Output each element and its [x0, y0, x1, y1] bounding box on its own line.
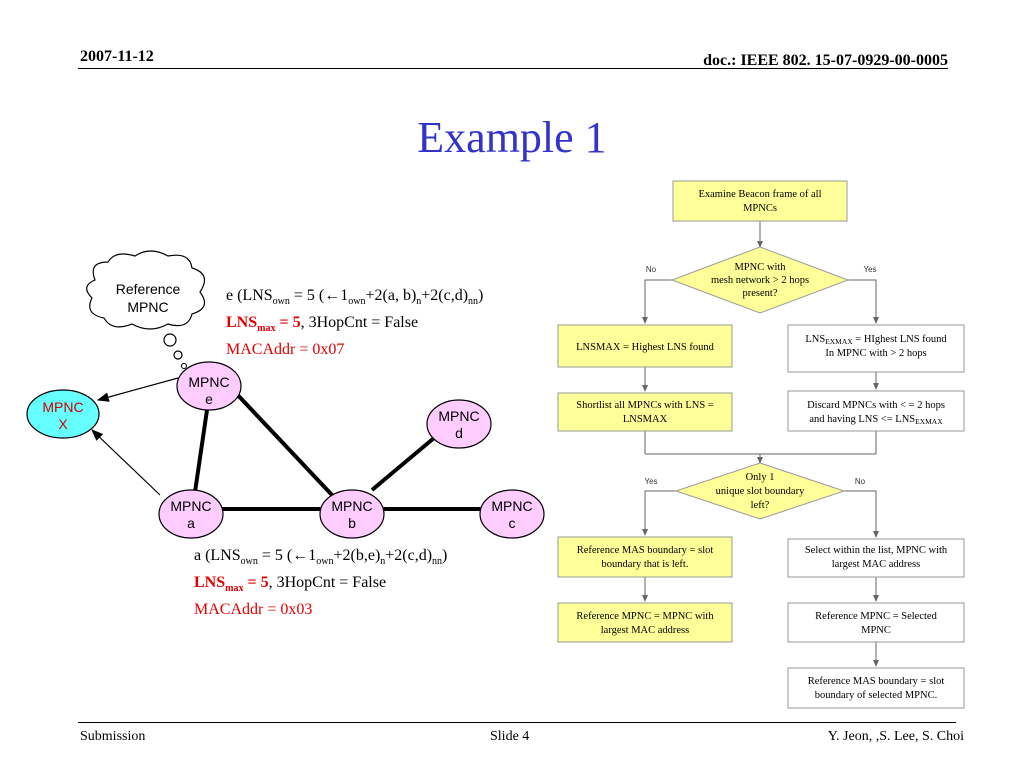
header-rule [78, 68, 948, 69]
fc-right-2-line-2: and having LNS <= LNSEXMAX [809, 414, 943, 426]
fc-right-3-line-1: Select within the list, MPNC with [805, 545, 948, 556]
fc-decision-2-line-1: Only 1 [746, 472, 775, 483]
node-d-label-2: d [455, 425, 463, 441]
fc-decision-1 [670, 246, 850, 314]
node-b-label-1: MPNC [331, 498, 372, 514]
fc-left-3-line-1: Reference MAS boundary = slot [577, 545, 714, 556]
bubble-line-2: MPNC [127, 299, 168, 315]
fc-decision-1-line-1: MPNC with [734, 262, 786, 273]
fc-left-3 [557, 536, 733, 578]
edge-e-b [231, 388, 334, 497]
slide-title: Example 1 [417, 113, 607, 162]
fc-left-4-line-1: Reference MPNC = MPNC with [576, 611, 714, 622]
fc-decision-2 [674, 462, 846, 520]
node-b-label-2: b [348, 515, 356, 531]
info-a-line-2: LNSmax = 5, 3HopCnt = False [194, 574, 387, 595]
fc-right-4 [787, 602, 965, 643]
thought-bubble: Reference MPNC [86, 250, 206, 369]
footer-authors: Y. Jeon, ,S. Lee, S. Choi [827, 729, 964, 744]
info-e-line-1: e (LNSown = 5 (←1own+2(a, b)n+2(c,d)nn) [226, 287, 484, 308]
fc-right-4-line-1: Reference MPNC = Selected [815, 611, 937, 622]
header-date: 2007-11-12 [80, 48, 154, 65]
fc-decision-1-line-3: present? [743, 288, 778, 299]
fc-right-1 [787, 324, 965, 373]
fc-d1-no: No [646, 265, 657, 274]
node-d-label-1: MPNC [438, 408, 479, 424]
flowchart: Examine Beacon frame of all MPNCs MPNC w… [557, 180, 965, 709]
fc-left-4-line-2: largest MAC address [601, 625, 689, 636]
fc-right-4-line-2: MPNC [861, 625, 891, 636]
arrow-e-x [96, 377, 179, 402]
bubble-dot-3 [181, 363, 187, 369]
bubble-dot-1 [163, 333, 177, 347]
fc-left-1-text: LNSMAX = Highest LNS found [576, 342, 715, 353]
fc-left-4 [557, 602, 733, 643]
fc-left-3-line-2: boundary that is left. [602, 559, 689, 570]
fc-start-line-1: Examine Beacon frame of all [698, 189, 821, 200]
node-c-label-2: c [509, 515, 516, 531]
node-d: MPNC d [426, 399, 492, 449]
node-e-label-1: MPNC [188, 374, 229, 390]
fc-d1-yes: Yes [863, 265, 876, 274]
fc-start [672, 180, 848, 222]
info-node-a: a (LNSown = 5 (←1own+2(b,e)n+2(c,d)nn) L… [194, 545, 447, 620]
fc-right-3-line-2: largest MAC address [832, 559, 920, 570]
node-a-label-1: MPNC [170, 498, 211, 514]
bubble-line-1: Reference [116, 281, 181, 297]
graph-edges [91, 377, 482, 511]
fc-right-1-line-2: In MPNC with > 2 hops [825, 348, 926, 359]
node-x-label-2: X [58, 416, 68, 432]
fc-left-2 [557, 392, 733, 432]
info-a-line-3: MACAddr = 0x03 [194, 601, 313, 619]
edge-e-a [193, 409, 209, 493]
fc-decision-2-line-2: unique slot boundary [716, 486, 805, 497]
node-c: MPNC c [479, 489, 545, 539]
fc-d2-no: No [855, 477, 866, 486]
info-e-line-2: LNSmax = 5, 3HopCnt = False [226, 314, 419, 335]
fc-left-2-line-2: LNSMAX [623, 414, 668, 425]
fc-right-2 [787, 390, 965, 432]
footer-left: Submission [80, 729, 146, 744]
fc-right-3 [787, 538, 965, 578]
header-doc-id: doc.: IEEE 802. 15-07-0929-00-0005 [703, 52, 948, 69]
node-a: MPNC a [158, 489, 224, 539]
arrow-a-x [91, 429, 161, 496]
fc-start-line-2: MPNCs [743, 203, 777, 214]
footer-slide-number: Slide 4 [490, 729, 530, 744]
node-x-label-1: MPNC [42, 399, 83, 415]
node-b: MPNC b [319, 489, 385, 539]
fc-decision-1-line-2: mesh network > 2 hops [711, 275, 809, 286]
edge-b-d [370, 436, 436, 492]
fc-d2-yes: Yes [644, 477, 657, 486]
fc-right-1-line-1: LNSEXMAX = HIghest LNS found [805, 334, 947, 346]
fc-right-2-line-1: Discard MPNCs with < = 2 hops [807, 400, 945, 411]
footer-rule [78, 722, 956, 723]
info-a-line-1: a (LNSown = 5 (←1own+2(b,e)n+2(c,d)nn) [194, 547, 448, 568]
fc-right-5-line-2: boundary of selected MPNC. [815, 690, 937, 701]
fc-right-5 [787, 667, 965, 709]
fc-right-5-line-1: Reference MAS boundary = slot [808, 676, 945, 687]
node-e-label-2: e [205, 391, 213, 407]
bubble-dot-2 [173, 350, 183, 360]
fc-left-2-line-1: Shortlist all MPNCs with LNS = [576, 400, 714, 411]
node-x: MPNC X [26, 389, 100, 439]
fc-decision-2-line-3: left? [751, 500, 770, 511]
node-e: MPNC e [176, 361, 242, 411]
node-c-label-1: MPNC [491, 498, 532, 514]
fc-left-1 [557, 324, 733, 368]
node-a-label-2: a [187, 515, 195, 531]
info-e-line-3: MACAddr = 0x07 [226, 341, 345, 359]
info-node-e: e (LNSown = 5 (←1own+2(a, b)n+2(c,d)nn) … [226, 285, 483, 360]
